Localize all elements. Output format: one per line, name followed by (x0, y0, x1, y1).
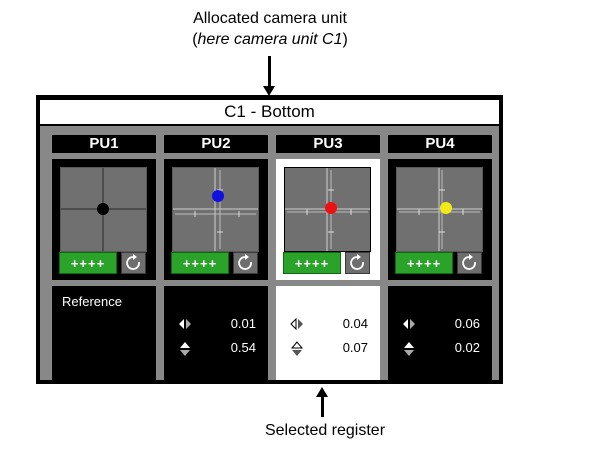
pu3-header[interactable]: PU3 (276, 135, 380, 153)
pu3-vertical-row: 0.07 (276, 338, 380, 358)
pu4-position-dot (440, 202, 452, 214)
close-paren: ) (342, 31, 348, 48)
pu1-crosshair (61, 168, 146, 251)
bottom-arrow-head (316, 387, 328, 397)
panel-body: PU1 ++++ Reference PU2 (40, 126, 499, 380)
bottom-arrow-line (321, 395, 324, 417)
camera-unit-panel: C1 - Bottom PU1 ++++ Reference (36, 95, 503, 384)
pu2-vertical-value: 0.54 (230, 340, 256, 355)
pu4-vertical-value: 0.02 (454, 340, 480, 355)
selected-register-callout: Selected register (264, 422, 386, 439)
horizontal-offset-icon (403, 319, 415, 329)
pu4-header[interactable]: PU4 (388, 135, 492, 153)
pu2-camera-view[interactable] (172, 167, 259, 252)
vertical-offset-icon (290, 341, 304, 356)
camera-unit-callout-subtitle: (here camera unit C1) (0, 30, 540, 50)
pu1-header[interactable]: PU1 (52, 135, 156, 153)
pu3-adjust-button[interactable]: ++++ (283, 252, 341, 274)
pu3-card[interactable]: ++++ (276, 159, 380, 280)
pu2-horizontal-row: 0.01 (164, 314, 268, 334)
pu4-reset-button[interactable] (457, 252, 482, 274)
pu1-camera-view[interactable] (60, 167, 147, 252)
camera-unit-callout-note: here camera unit C1 (197, 31, 343, 48)
pu2-adjust-button[interactable]: ++++ (171, 252, 229, 274)
pu3-camera-view[interactable] (284, 167, 371, 252)
reference-label: Reference (62, 294, 122, 309)
reset-icon (238, 254, 252, 270)
pu2-reset-button[interactable] (233, 252, 258, 274)
reset-icon (350, 254, 364, 270)
horizontal-offset-icon (179, 319, 191, 329)
pu3-register[interactable]: 0.04 0.07 (276, 286, 380, 380)
pu3-vertical-value: 0.07 (342, 340, 368, 355)
pu2-card[interactable]: ++++ (164, 159, 268, 280)
pu4-crosshair (397, 168, 482, 251)
pu2-position-dot (212, 190, 224, 202)
pu4-horizontal-value: 0.06 (454, 316, 480, 331)
top-arrow-head (263, 86, 275, 96)
vertical-offset-icon (404, 342, 414, 356)
pu1-position-dot (97, 203, 109, 215)
pu4-camera-view[interactable] (396, 167, 483, 252)
top-arrow-line (268, 56, 271, 88)
pu1-register[interactable]: Reference (52, 286, 156, 380)
pu3-position-dot (325, 202, 337, 214)
pu3-horizontal-row: 0.04 (276, 314, 380, 334)
pu2-register[interactable]: 0.01 0.54 (164, 286, 268, 380)
pu3-crosshair (285, 168, 370, 251)
panel-title: C1 - Bottom (40, 100, 499, 124)
pu1-adjust-button[interactable]: ++++ (59, 252, 117, 274)
pu2-crosshair (173, 168, 258, 251)
pu2-vertical-row: 0.54 (164, 338, 268, 358)
pu4-vertical-row: 0.02 (388, 338, 492, 358)
camera-unit-callout-title: Allocated camera unit (193, 10, 347, 27)
open-paren: ( (192, 31, 198, 48)
reset-icon (462, 254, 476, 270)
pu2-horizontal-value: 0.01 (230, 316, 256, 331)
pu4-horizontal-row: 0.06 (388, 314, 492, 334)
pu1-card[interactable]: ++++ (52, 159, 156, 280)
pu4-adjust-button[interactable]: ++++ (395, 252, 453, 274)
horizontal-offset-icon (290, 317, 303, 331)
pu3-reset-button[interactable] (345, 252, 370, 274)
pu2-header[interactable]: PU2 (164, 135, 268, 153)
pu3-horizontal-value: 0.04 (342, 316, 368, 331)
pu4-register[interactable]: 0.06 0.02 (388, 286, 492, 380)
pu4-card[interactable]: ++++ (388, 159, 492, 280)
pu1-reset-button[interactable] (121, 252, 146, 274)
vertical-offset-icon (180, 342, 190, 356)
reset-icon (126, 254, 140, 270)
